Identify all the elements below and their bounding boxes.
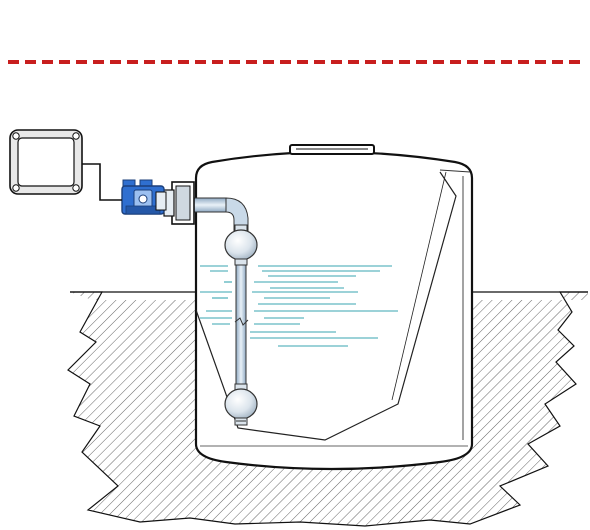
lower-float-icon: [224, 383, 258, 426]
ground-hatch: [68, 292, 588, 526]
sensor-pipe-horizontal: [189, 197, 227, 213]
water-lines: [200, 265, 398, 347]
tank-reflection-line: [391, 171, 447, 401]
stem-break-mark: [234, 317, 249, 326]
sensor-head-icon: [121, 179, 167, 215]
float-switch-icon: [224, 224, 258, 266]
ground-outline: [67, 291, 588, 527]
tank-inner-rim: [439, 169, 471, 173]
display-unit-icon: [9, 129, 83, 195]
sensor-cable: [80, 163, 122, 201]
tank-fitting-icon: [163, 181, 195, 225]
